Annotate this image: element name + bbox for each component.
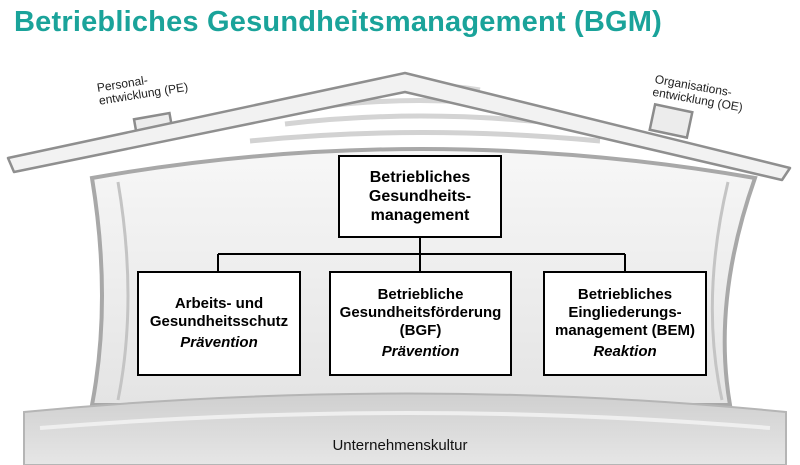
page-title: Betriebliches Gesundheitsmanagement (BGM… bbox=[14, 6, 662, 38]
left-wall-curve bbox=[116, 181, 130, 401]
pillar-3-line2: Eingliederungs- bbox=[568, 304, 682, 321]
bgm-line3: management bbox=[370, 207, 470, 224]
pillar-3-line3: management (BEM) bbox=[554, 322, 696, 339]
pillar-2-line3: (BGF) bbox=[399, 322, 442, 339]
roof bbox=[6, 71, 792, 182]
pillar-arbeitsschutz: Arbeits- und Gesundheitsschutz Präventio… bbox=[137, 271, 301, 376]
pillar-3-sub: Reaktion bbox=[593, 343, 657, 360]
right-wall-curve bbox=[710, 181, 730, 401]
pillar-1-line1: Arbeits- und bbox=[174, 295, 264, 312]
pillar-2-sub: Prävention bbox=[381, 343, 460, 360]
chimney-right bbox=[648, 102, 694, 140]
pillar-3-line1: Betriebliches bbox=[577, 286, 673, 303]
pillar-1-sub: Prävention bbox=[180, 334, 258, 351]
pillar-bem: Betriebliches Eingliederungs- management… bbox=[543, 271, 707, 376]
pillar-bgf: Betriebliche Gesundheitsförderung (BGF) … bbox=[329, 271, 512, 376]
foundation-label: Unternehmenskultur bbox=[332, 437, 468, 454]
pillar-1-line2: Gesundheitsschutz bbox=[149, 313, 289, 330]
pillar-2-line1: Betriebliche bbox=[377, 286, 464, 303]
foundation-slab bbox=[23, 392, 787, 465]
bgm-main-box: Betriebliches Gesundheits- management bbox=[338, 155, 502, 238]
pillar-2-line2: Gesundheitsförderung bbox=[339, 304, 502, 321]
bgm-line1: Betriebliches bbox=[369, 169, 471, 186]
bgm-line2: Gesundheits- bbox=[368, 188, 472, 205]
